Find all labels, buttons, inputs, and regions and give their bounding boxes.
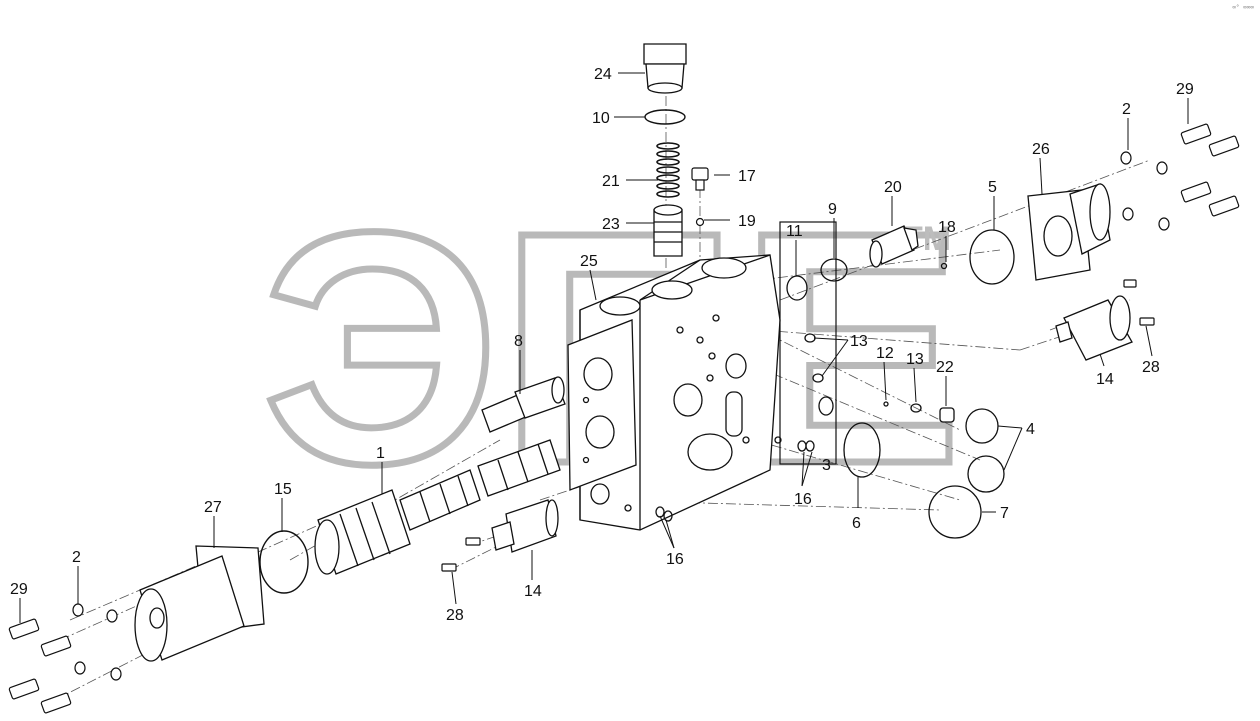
callout-18: 18 <box>938 219 956 236</box>
callout-11: 11 <box>786 223 803 240</box>
callout-29-right: 29 <box>1176 81 1194 98</box>
corner-mark: ∞° ∞∞∞ <box>1232 4 1254 11</box>
bolts-washers <box>8 123 1240 714</box>
callout-8: 8 <box>514 333 523 350</box>
callout-22: 22 <box>936 359 954 376</box>
callout-4: 4 <box>1026 421 1035 438</box>
screw-17 <box>691 167 709 191</box>
relief-valve-8 <box>481 376 566 433</box>
solenoid-14-center <box>491 499 559 553</box>
callout-13-top: 13 <box>850 333 868 350</box>
callout-16-center: 16 <box>666 551 684 568</box>
solenoid-cover-27 <box>134 545 265 662</box>
fitting-20 <box>869 225 919 268</box>
callouts: 1 2 2 3 4 5 6 7 8 9 10 11 12 13 13 14 14… <box>10 66 1194 624</box>
callout-12: 12 <box>876 345 894 362</box>
callout-6: 6 <box>852 515 861 532</box>
callout-14-center: 14 <box>524 583 542 600</box>
callout-3: 3 <box>822 457 831 474</box>
callout-19: 19 <box>738 213 756 230</box>
callout-15: 15 <box>274 481 292 498</box>
callout-13-right: 13 <box>906 351 924 368</box>
callout-7: 7 <box>1000 505 1009 522</box>
callout-27: 27 <box>204 499 222 516</box>
callout-1: 1 <box>376 445 385 462</box>
spool-assembly-1 <box>314 439 561 575</box>
fitting-22 <box>939 407 955 423</box>
callout-2-right: 2 <box>1122 101 1131 118</box>
callout-29-left: 29 <box>10 581 28 598</box>
callout-21: 21 <box>602 173 620 190</box>
end-cover-26 <box>1027 183 1111 281</box>
callout-28-center: 28 <box>446 607 464 624</box>
callout-17: 17 <box>738 168 756 185</box>
callout-20: 20 <box>884 179 902 196</box>
plug-24 <box>643 43 687 94</box>
callout-2-left: 2 <box>72 549 81 566</box>
callout-25: 25 <box>580 253 598 270</box>
callout-16-right: 16 <box>794 491 812 508</box>
callout-14-right: 14 <box>1096 371 1114 388</box>
callout-23: 23 <box>602 216 620 233</box>
seal-ring-10 <box>644 109 686 125</box>
cartridge-23 <box>653 204 683 257</box>
o-ring-15 <box>259 530 309 594</box>
callout-24: 24 <box>594 66 612 83</box>
spring-21 <box>656 142 680 198</box>
callout-28-right: 28 <box>1142 359 1160 376</box>
solenoid-14-right <box>1055 295 1133 361</box>
ball-19 <box>695 217 705 227</box>
callout-9: 9 <box>828 201 837 218</box>
callout-26: 26 <box>1032 141 1050 158</box>
leader-lines <box>19 72 1189 623</box>
valve-body <box>567 254 782 531</box>
callout-10: 10 <box>592 110 610 127</box>
callout-5: 5 <box>988 179 997 196</box>
